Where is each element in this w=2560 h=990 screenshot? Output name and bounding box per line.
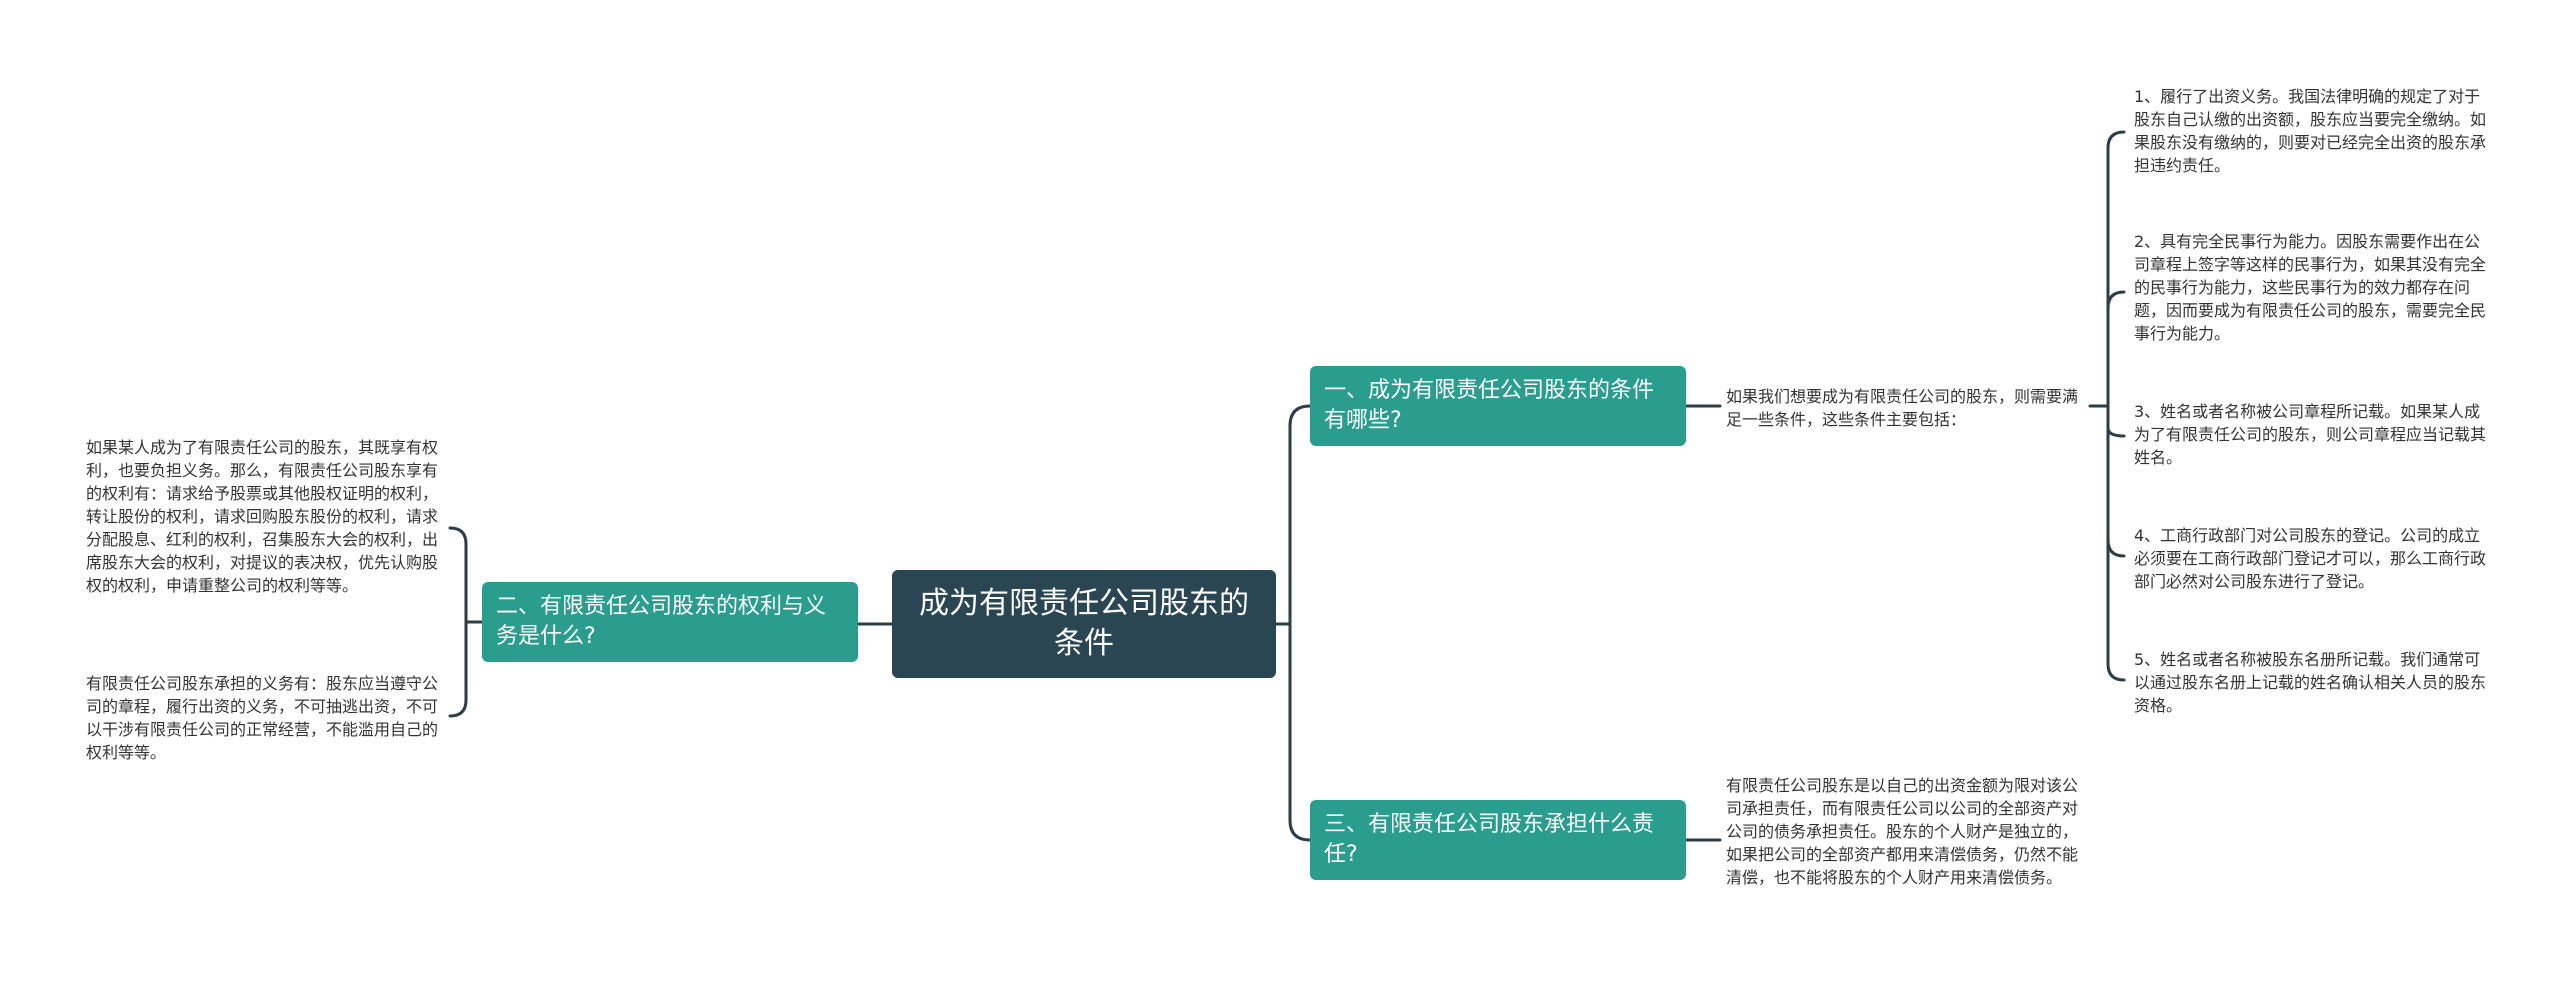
branch-topic-rights-duties[interactable]: 二、有限责任公司股东的权利与义务是什么? bbox=[482, 582, 858, 662]
leaf-shareholder-liability[interactable]: 有限责任公司股东是以自己的出资金额为限对该公司承担责任，而有限责任公司以公司的全… bbox=[1726, 776, 2079, 887]
connector-root-to-branch-3 bbox=[1274, 622, 1312, 842]
connector-intro-to-item-3 bbox=[2106, 404, 2126, 438]
leaf-condition-2[interactable]: 2、具有完全民事行为能力。因股东需要作出在公司章程上签字等这样的民事行为，如果其… bbox=[2134, 232, 2487, 343]
connector-intro-to-item-1 bbox=[2106, 130, 2126, 408]
branch-topic-conditions[interactable]: 一、成为有限责任公司股东的条件有哪些? bbox=[1310, 366, 1686, 446]
leaf-shareholder-rights[interactable]: 如果某人成为了有限责任公司的股东，其既享有权利，也要负担义务。那么，有限责任公司… bbox=[86, 438, 439, 595]
leaf-conditions-intro[interactable]: 如果我们想要成为有限责任公司的股东，则需要满足一些条件，这些条件主要包括： bbox=[1726, 387, 2079, 429]
connector-intro-to-item-4 bbox=[2106, 404, 2126, 558]
leaf-condition-4[interactable]: 4、工商行政部门对公司股东的登记。公司的成立必须要在工商行政部门登记才可以，那么… bbox=[2134, 526, 2487, 591]
connector-branch-2-to-leaf-1 bbox=[448, 526, 468, 624]
branch-topic-label: 二、有限责任公司股东的权利与义务是什么? bbox=[496, 594, 827, 649]
leaf-condition-3[interactable]: 3、姓名或者名称被公司章程所记载。如果某人成为了有限责任公司的股东，则公司章程应… bbox=[2134, 402, 2487, 467]
leaf-condition-5[interactable]: 5、姓名或者名称被股东名册所记载。我们通常可以通过股东名册上记载的姓名确认相关人… bbox=[2134, 650, 2487, 715]
branch-topic-label: 三、有限责任公司股东承担什么责任? bbox=[1324, 812, 1655, 867]
connector-intro-to-item-2 bbox=[2106, 290, 2126, 408]
branch-topic-liability[interactable]: 三、有限责任公司股东承担什么责任? bbox=[1310, 800, 1686, 880]
leaf-shareholder-duties[interactable]: 有限责任公司股东承担的义务有：股东应当遵守公司的章程，履行出资的义务，不可抽逃出… bbox=[86, 674, 439, 762]
root-topic[interactable]: 成为有限责任公司股东的条件 bbox=[892, 570, 1276, 678]
connector-root-to-branch-1 bbox=[1274, 404, 1312, 626]
branch-topic-label: 一、成为有限责任公司股东的条件有哪些? bbox=[1324, 378, 1655, 433]
root-topic-label: 成为有限责任公司股东的条件 bbox=[919, 586, 1249, 661]
connector-intro-to-item-5 bbox=[2106, 404, 2126, 682]
leaf-condition-1[interactable]: 1、履行了出资义务。我国法律明确的规定了对于股东自己认缴的出资额，股东应当要完全… bbox=[2134, 87, 2487, 175]
connector-branch-2-to-leaf-2 bbox=[448, 620, 468, 718]
